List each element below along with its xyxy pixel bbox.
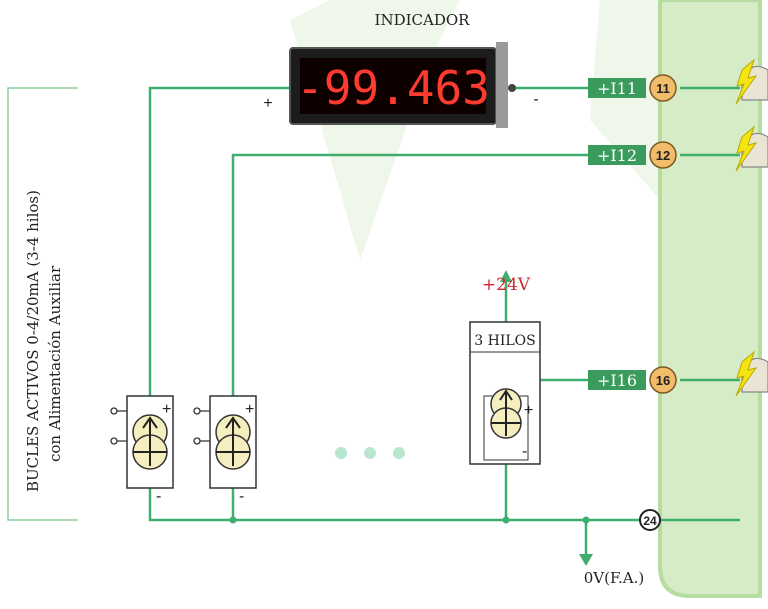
terminal-24[interactable]: 24 (639, 509, 661, 531)
terminal-tag (588, 370, 646, 390)
source-minus: - (522, 443, 527, 460)
source-plus: + (245, 401, 254, 418)
terminal-number-circle (649, 366, 677, 394)
junction-dot (582, 516, 590, 524)
indicator-plus-sign: + (263, 95, 272, 112)
terminal-number-circle (639, 509, 661, 531)
wire-common (148, 488, 642, 522)
terminal-number-circle (649, 141, 677, 169)
ground-label: 0V(F.A.) (584, 569, 645, 587)
ground-arrow-icon (579, 554, 593, 566)
terminal-tag-label: +I12 (597, 146, 637, 165)
input-contact (193, 407, 201, 415)
side-label-line1: BUCLES ACTIVOS 0-4/20mA (3-4 hilos) (24, 190, 42, 492)
source-minus: - (239, 488, 244, 505)
indicator-device: -99.463 (289, 42, 516, 128)
three-wire-label: 3 HILOS (474, 333, 535, 349)
wires (148, 86, 740, 556)
indicator-minus-sign: - (533, 91, 538, 108)
side-label-line2: con Alimentación Auxiliar (46, 265, 64, 462)
terminal-number: 12 (656, 148, 670, 163)
instrument-panel (658, 0, 762, 598)
junction-dot (502, 516, 510, 524)
side-bracket (7, 87, 78, 521)
supply-arrow-icon (500, 270, 512, 282)
input-contact (110, 407, 118, 415)
surge-protector-icon (735, 125, 768, 172)
terminal-16[interactable]: +I16 16 (588, 366, 677, 394)
indicator-screen (300, 58, 486, 114)
current-source-1: + - (110, 395, 174, 505)
terminal-tag-label: +I11 (597, 79, 637, 98)
indicator-display-value: -99.463 (296, 61, 490, 115)
terminal-number-circle (649, 74, 677, 102)
current-arrow-icon (491, 389, 521, 436)
indicator-knob-icon (508, 84, 516, 92)
terminal-number: 24 (643, 514, 657, 528)
indicator-title: INDICADOR (375, 11, 471, 29)
supply-label: +24V (482, 275, 531, 295)
terminal-tag-label: +I16 (597, 371, 637, 390)
terminal-tag (588, 78, 646, 98)
input-contact (193, 437, 201, 445)
source-plus: + (162, 401, 171, 418)
wire-indicator-plus (148, 86, 290, 396)
terminal-tag (588, 145, 646, 165)
junctions (229, 516, 590, 524)
input-contact (110, 437, 118, 445)
current-arrow-icon (216, 416, 250, 466)
more-sources-ellipsis (335, 447, 405, 459)
indicator-bezel (496, 42, 508, 128)
terminal-11[interactable]: +I11 11 (588, 74, 677, 102)
current-arrow-icon (133, 416, 167, 466)
junction-dot (229, 516, 237, 524)
background-decoration (590, 0, 660, 200)
current-source-2: + - (193, 395, 257, 505)
terminal-12[interactable]: +I12 12 (588, 141, 677, 169)
terminal-number: 11 (656, 81, 670, 96)
surge-protector-icon (735, 350, 768, 397)
wire-input-12 (231, 153, 588, 396)
terminal-number: 16 (656, 373, 670, 388)
source-minus: - (156, 488, 161, 505)
background-decoration (290, 0, 460, 260)
three-wire-transmitter: 3 HILOS + - (469, 321, 541, 465)
side-label: BUCLES ACTIVOS 0-4/20mA (3-4 hilos) con … (24, 190, 64, 492)
source-plus: + (524, 402, 533, 419)
